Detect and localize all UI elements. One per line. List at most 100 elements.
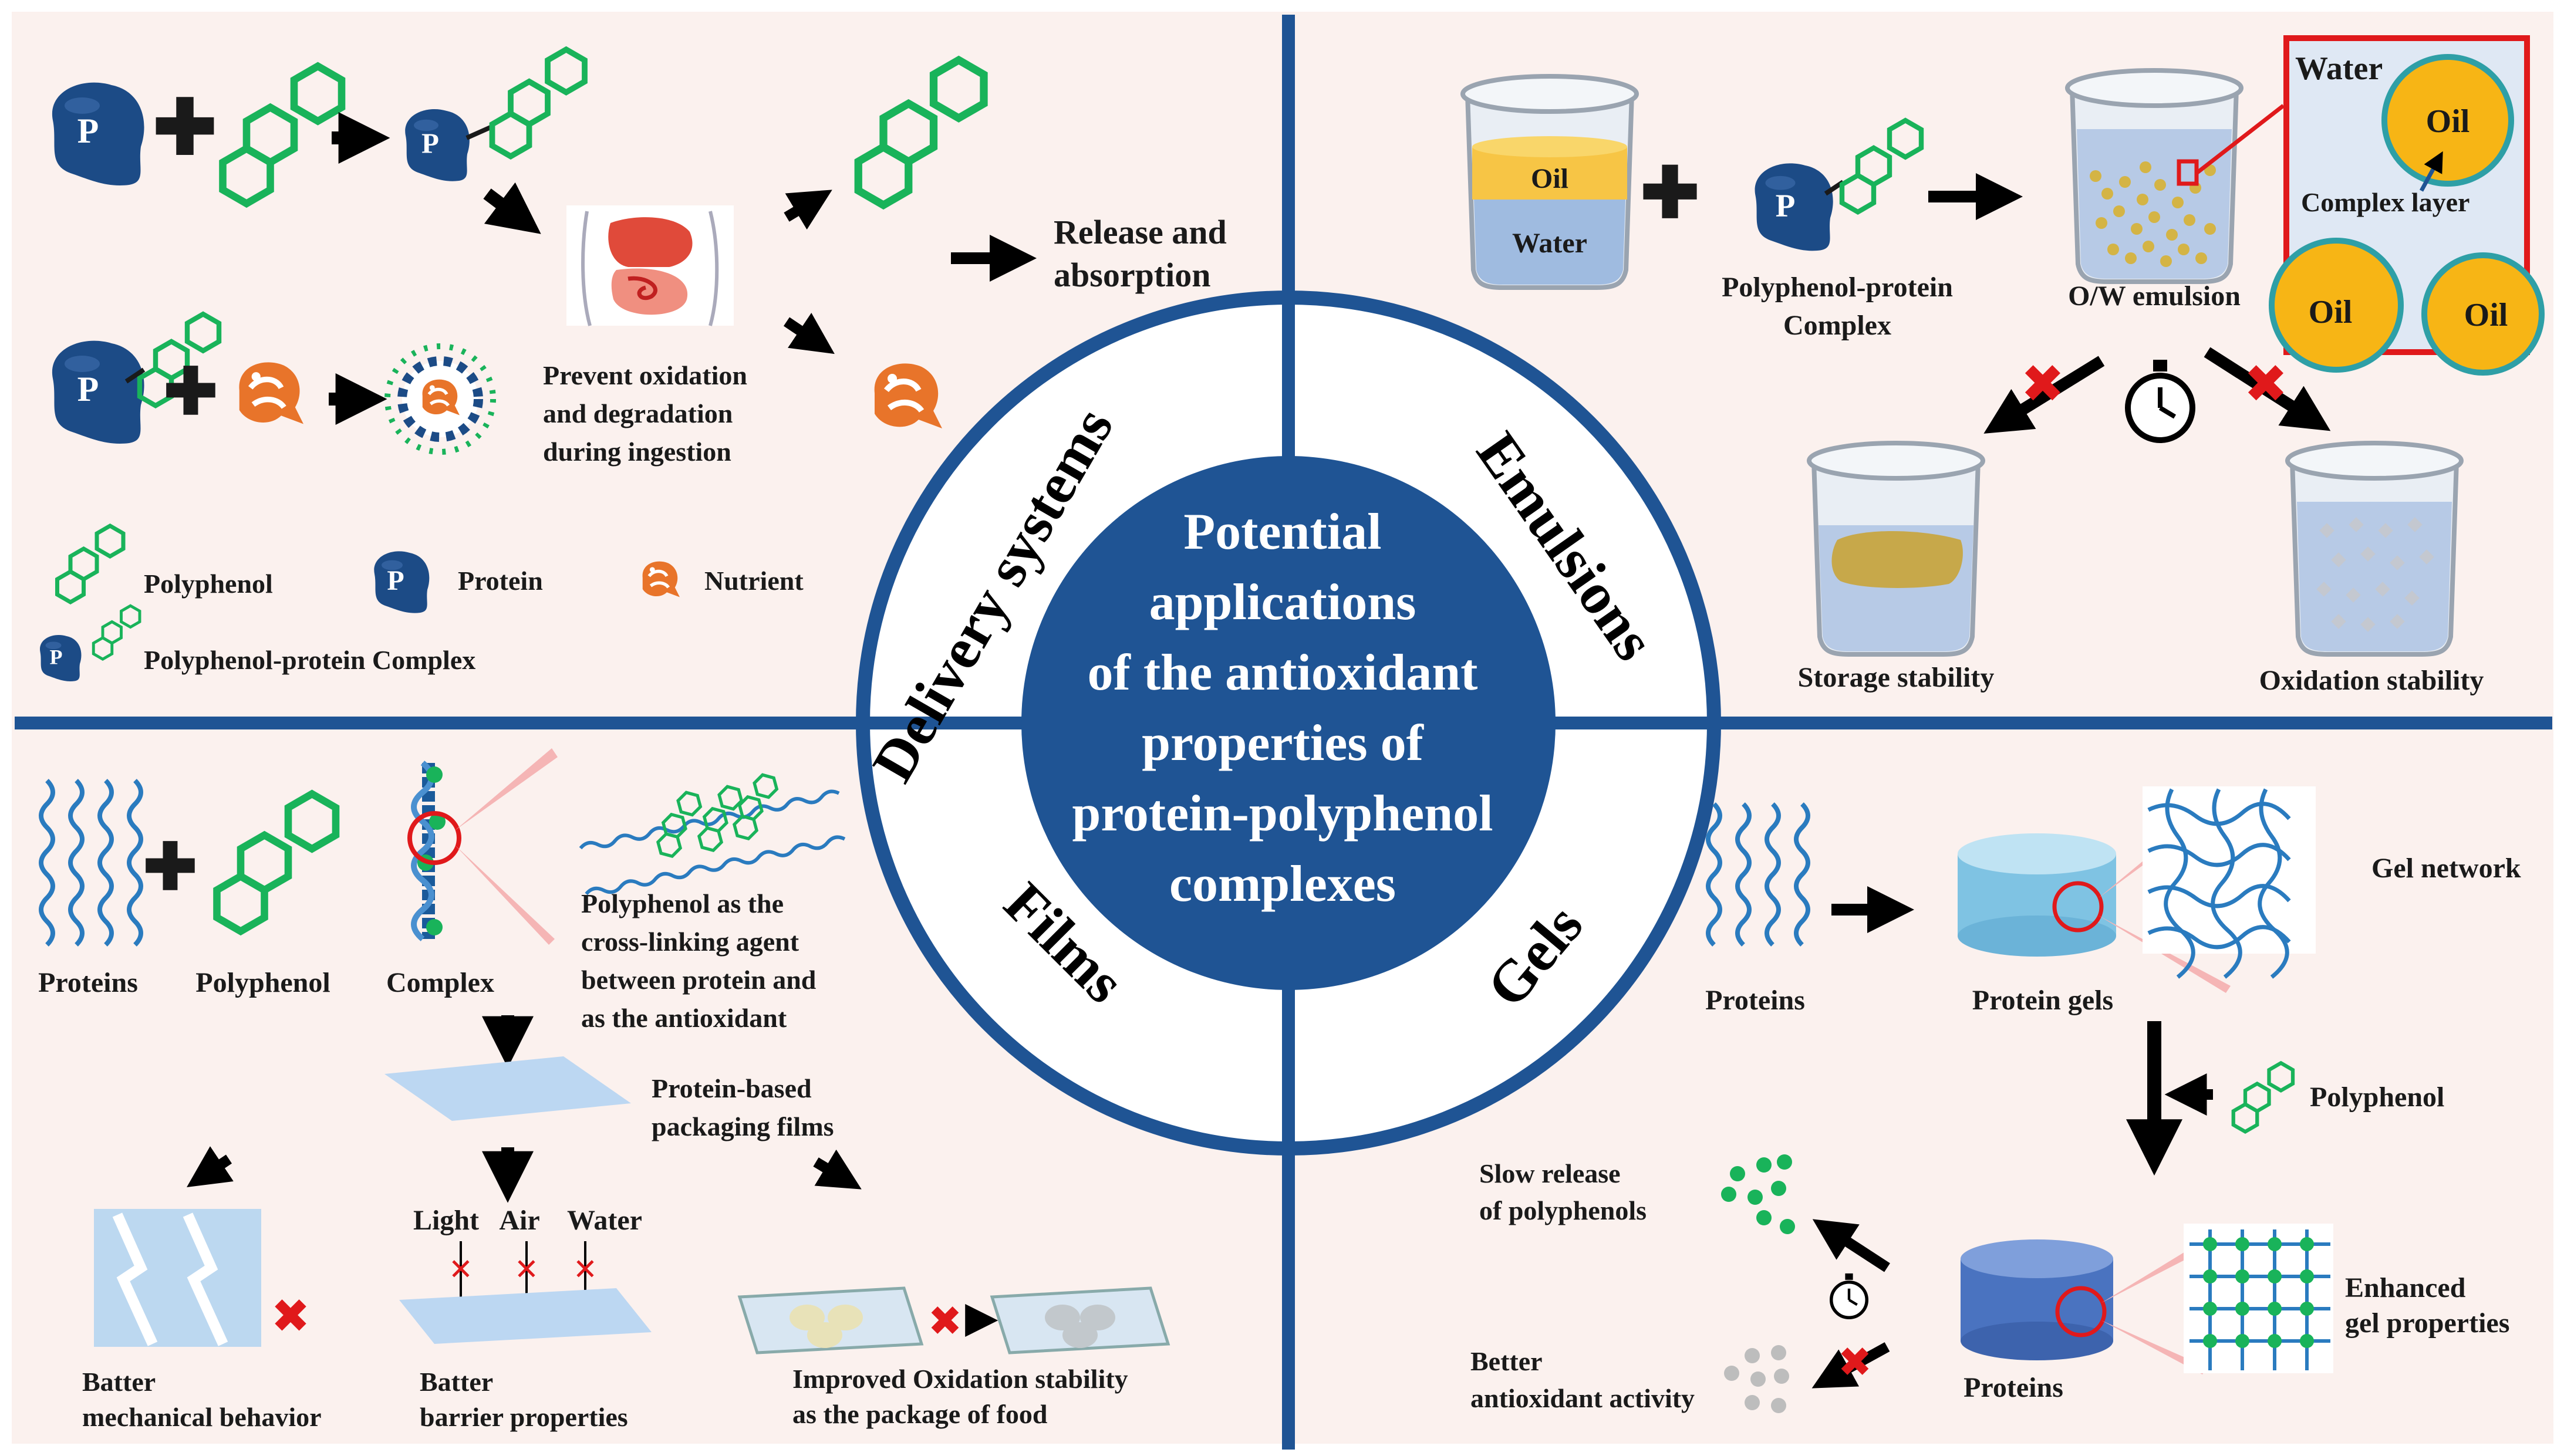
ow-emulsion-label: O/W emulsion [2068, 281, 2241, 312]
water-label: Water [567, 1205, 642, 1236]
legend-protein: Protein [458, 566, 543, 596]
light-label: Light [413, 1205, 479, 1236]
svg-text:✚: ✚ [153, 86, 217, 171]
air-label: Air [499, 1205, 539, 1236]
release-line-1: Release and [1054, 213, 1227, 251]
inset-oil-label-2: Oil [2309, 294, 2353, 330]
svg-text:✖: ✖ [2020, 353, 2064, 415]
mechanical-line-1: Batter [82, 1367, 156, 1397]
slow-release-line-1: Slow release [1479, 1158, 1621, 1188]
inset-water-label: Water [2295, 50, 2383, 87]
legend-nutrient: Nutrient [704, 566, 804, 596]
legend-complex: Polyphenol-protein Complex [144, 645, 475, 675]
svg-text:✕: ✕ [448, 1252, 473, 1286]
gels-proteins-label: Proteins [1705, 985, 1805, 1016]
complex-icon: P [405, 109, 470, 181]
center-title-6: complexes [1169, 856, 1396, 913]
emulsion-inset [2269, 35, 2545, 376]
svg-text:✚: ✚ [1641, 154, 1700, 232]
ow-emulsion-beaker [2067, 70, 2241, 282]
oxidation-stability-label: Oxidation stability [2259, 665, 2484, 696]
prevent-line-1: Prevent oxidation [543, 360, 747, 390]
stopwatch-icon [2125, 360, 2195, 443]
legend-protein-icon: P [374, 551, 430, 613]
crosslinked-strands-icon [579, 772, 846, 896]
protein-icon: P [52, 82, 144, 185]
food-package-after [990, 1286, 1170, 1354]
protein-gels-label: Protein gels [1972, 985, 2113, 1016]
prevent-line-3: during ingestion [543, 437, 731, 467]
slow-release-line-2: of polyphenols [1479, 1195, 1647, 1225]
antioxidant-dots [1724, 1345, 1789, 1413]
svg-text:P: P [50, 645, 63, 668]
gel-network-label: Gel network [2371, 853, 2521, 884]
gel-protein-strands-icon [1706, 802, 1810, 947]
storage-beaker [1809, 443, 1983, 654]
crosslink-line-2: cross-linking agent [581, 927, 799, 957]
svg-text:P: P [387, 565, 404, 596]
center-title-1: Potential [1183, 504, 1381, 560]
micelle-icon [384, 343, 496, 455]
films-proteins-label: Proteins [38, 967, 138, 998]
center-circle [1021, 456, 1556, 990]
svg-text:P: P [421, 127, 439, 159]
better-line-1: Better [1470, 1346, 1543, 1376]
complex-label-line-2: Complex [1783, 310, 1891, 341]
svg-text:P: P [77, 370, 99, 408]
films-section: ✚ Proteins Polyphenol Complex Polyphenol… [38, 748, 1170, 1432]
storage-stability-label: Storage stability [1798, 662, 1995, 693]
packaging-line-1: Protein-based [652, 1073, 812, 1103]
svg-text:P: P [77, 112, 99, 150]
digestive-system-icon [566, 205, 734, 326]
complex-helix-icon [407, 748, 558, 945]
center-title-3: of the antioxidant [1088, 644, 1478, 701]
crosslink-line-1: Polyphenol as the [581, 889, 784, 918]
films-complex-label: Complex [386, 967, 494, 998]
enhanced-line-2: gel properties [2345, 1308, 2509, 1339]
enhanced-line-1: Enhanced [2345, 1272, 2466, 1303]
legend-complex-icon: P [40, 635, 82, 681]
gels-polyphenol-label: Polyphenol [2310, 1082, 2444, 1113]
beaker-water-label: Water [1512, 228, 1587, 259]
svg-text:✖: ✖ [928, 1297, 963, 1345]
packaging-film [384, 1056, 631, 1121]
protein-strands-icon [39, 779, 143, 947]
complex-icon-emulsion: P [1755, 163, 1833, 251]
mechanical-film-icon [94, 1209, 261, 1347]
barrier-line-2: barrier properties [420, 1402, 628, 1432]
mechanical-line-2: mechanical behavior [82, 1402, 322, 1432]
svg-text:✚: ✚ [164, 356, 218, 428]
svg-text:✕: ✕ [514, 1252, 539, 1286]
oxidation-beaker [2288, 443, 2461, 654]
released-polyphenol-dots [1721, 1154, 1795, 1234]
barrier-film [399, 1288, 652, 1344]
center-title-4: properties of [1142, 715, 1425, 772]
complex-layer-label: Complex layer [2301, 187, 2469, 217]
oxid-line-1: Improved Oxidation stability [792, 1364, 1128, 1394]
gels-section: Proteins Protein gels Gel network Polyp [1470, 786, 2521, 1413]
svg-text:✕: ✕ [573, 1252, 598, 1286]
legend-polyphenol: Polyphenol [144, 569, 273, 599]
svg-text:✖: ✖ [1838, 1338, 1873, 1386]
inset-oil-label-3: Oil [2464, 297, 2508, 333]
svg-text:✖: ✖ [271, 1289, 310, 1343]
crosslink-line-4: as the antioxidant [581, 1003, 787, 1033]
svg-text:P: P [1776, 188, 1796, 224]
delivery-section: P ✚ P Prevent oxidation and degradation … [40, 49, 1227, 681]
films-polyphenol-label: Polyphenol [195, 967, 330, 998]
better-line-2: antioxidant activity [1470, 1383, 1695, 1413]
packaging-line-2: packaging films [652, 1112, 834, 1141]
inset-oil-label-1: Oil [2426, 103, 2470, 140]
emulsions-section: Oil Water ✚ P Polyphenol-protein Complex… [1463, 35, 2545, 696]
complex-label-line-1: Polyphenol-protein [1722, 272, 1953, 303]
oil-water-beaker [1463, 76, 1637, 288]
release-line-2: absorption [1054, 256, 1211, 294]
beaker-oil-label: Oil [1531, 163, 1568, 194]
food-package-before [737, 1286, 924, 1354]
oxid-line-2: as the package of food [792, 1399, 1048, 1429]
center-title-2: applications [1149, 574, 1416, 631]
gels-proteins-bottom-label: Proteins [1964, 1372, 2063, 1403]
barrier-line-1: Batter [420, 1367, 493, 1397]
